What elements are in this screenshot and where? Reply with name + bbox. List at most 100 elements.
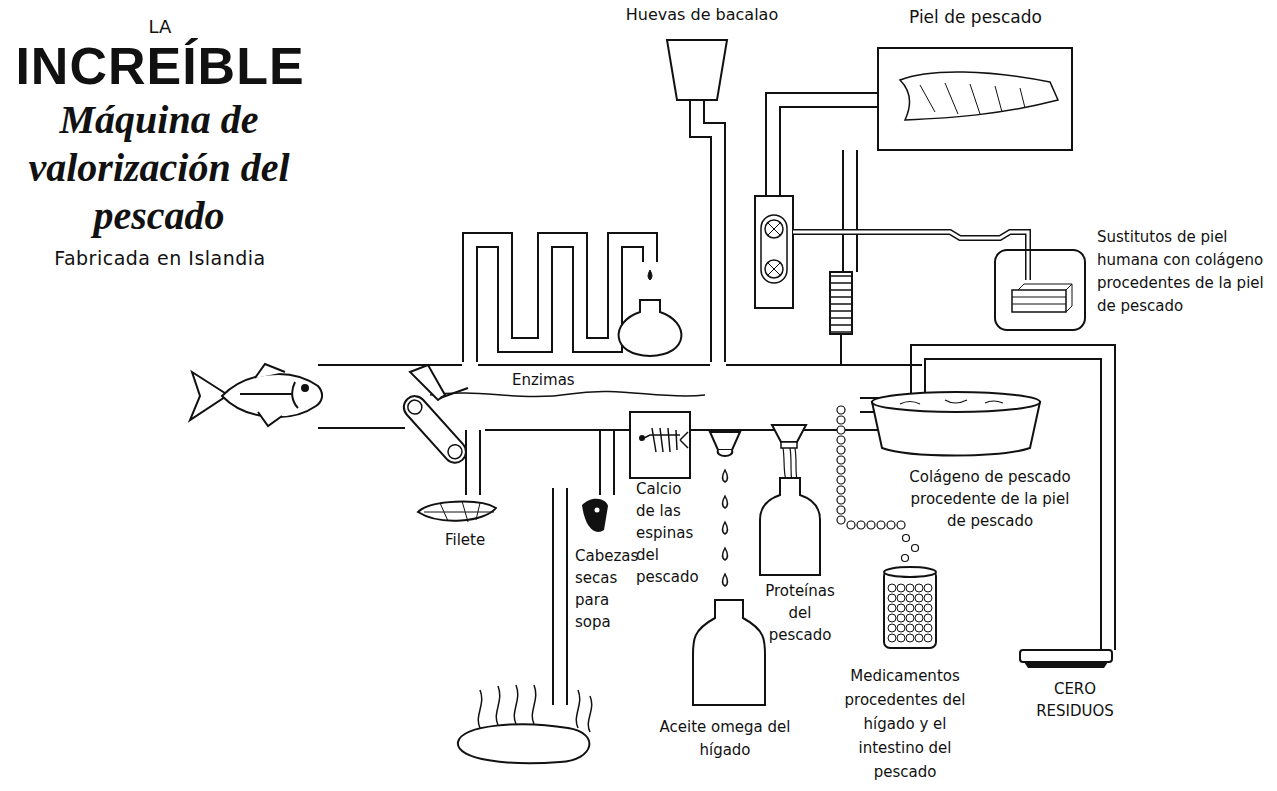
bead — [837, 416, 845, 424]
bead — [887, 521, 895, 529]
drawing-path — [410, 365, 445, 400]
drawing-rect — [761, 215, 787, 283]
part-label: Enzimas — [512, 370, 592, 391]
bead — [867, 521, 875, 529]
drawing-path — [1024, 662, 1108, 668]
bead — [897, 634, 905, 642]
drawing-path — [458, 724, 589, 763]
drawing-g — [190, 364, 322, 426]
product-label: Filete — [445, 530, 505, 551]
drawing-circle — [445, 442, 465, 462]
title: Máquina de valorización del pescado — [0, 96, 318, 240]
drawing-path — [760, 478, 820, 575]
drawing-circle — [405, 397, 425, 417]
drawing-path — [619, 300, 682, 356]
bead — [906, 604, 914, 612]
bead — [897, 594, 905, 602]
drawing-path — [773, 100, 879, 198]
product-label: Proteínas del pescado — [755, 580, 845, 646]
oil-drop — [723, 574, 728, 586]
bead — [915, 594, 923, 602]
bead — [915, 624, 923, 632]
drawing-path — [640, 428, 688, 452]
oil-drop — [723, 548, 728, 560]
bead — [906, 624, 914, 632]
bead — [837, 406, 845, 414]
drawing-path — [430, 391, 705, 396]
drawing-path — [582, 499, 608, 532]
drawing-path — [467, 426, 479, 497]
bead — [888, 584, 896, 592]
bead — [924, 624, 932, 632]
drawing-g — [318, 98, 1108, 707]
drawing-path — [793, 232, 1028, 280]
bead — [924, 594, 932, 602]
drawing-path — [768, 223, 780, 275]
bead — [897, 614, 905, 622]
drawing-rect — [781, 442, 797, 448]
product-label: CERO RESIDUOS — [1030, 678, 1120, 722]
bead — [915, 584, 923, 592]
bead — [888, 624, 896, 632]
drawing-g — [888, 584, 932, 642]
drawing-path — [697, 98, 718, 368]
product-label: Calcio de las espinas del pescado — [636, 478, 702, 588]
bead — [837, 486, 845, 494]
drawing-rect — [1020, 650, 1112, 662]
drawing-circle — [302, 385, 308, 391]
bead — [897, 584, 905, 592]
drawing-rect — [630, 412, 690, 478]
drawing-g — [723, 470, 728, 586]
bead — [897, 624, 905, 632]
bead — [837, 506, 845, 514]
bead — [924, 634, 932, 642]
bead — [906, 614, 914, 622]
drawing-path — [478, 685, 591, 732]
bead — [915, 634, 923, 642]
product-label: Aceite omega del hígado — [655, 716, 795, 762]
drawing-path — [222, 374, 322, 417]
bead — [837, 466, 845, 474]
drawing-path — [1012, 284, 1072, 312]
drawing-rect — [884, 570, 936, 648]
bead — [915, 604, 923, 612]
bead — [877, 521, 885, 529]
drawing-path — [554, 484, 566, 707]
bead — [912, 545, 919, 552]
bead — [888, 634, 896, 642]
drawing-path — [710, 432, 740, 450]
bead — [837, 456, 845, 464]
drawing-path — [693, 600, 765, 705]
bead — [888, 614, 896, 622]
image-box: Piel de pescado — [877, 47, 1073, 151]
oil-drop — [723, 496, 728, 508]
drawing-path — [240, 382, 298, 408]
product-label: Cabezas secas para sopa — [575, 545, 627, 633]
bead — [906, 584, 914, 592]
drawing-path — [418, 502, 496, 521]
bead — [837, 446, 845, 454]
bead — [837, 516, 845, 524]
bead — [924, 604, 932, 612]
drawing-path — [772, 425, 806, 442]
bead — [903, 535, 910, 542]
drawing-path — [783, 448, 797, 482]
bead — [847, 521, 855, 529]
drawing-circle — [595, 508, 600, 513]
drawing-g — [470, 98, 1108, 707]
bead — [837, 496, 845, 504]
bead — [857, 521, 865, 529]
drawing-path — [773, 100, 877, 196]
drawing-g — [837, 406, 919, 562]
bead — [888, 594, 896, 602]
drawing-path — [424, 501, 494, 522]
drawing-path — [793, 232, 1028, 280]
drawing-path — [844, 148, 856, 274]
drawing-path — [920, 83, 1025, 114]
drawing-path — [667, 40, 727, 100]
oil-drop — [723, 522, 728, 534]
bead — [906, 594, 914, 602]
title-main: INCREÍBLE — [10, 36, 310, 96]
bead — [902, 555, 909, 562]
drawing-rect — [830, 272, 852, 334]
